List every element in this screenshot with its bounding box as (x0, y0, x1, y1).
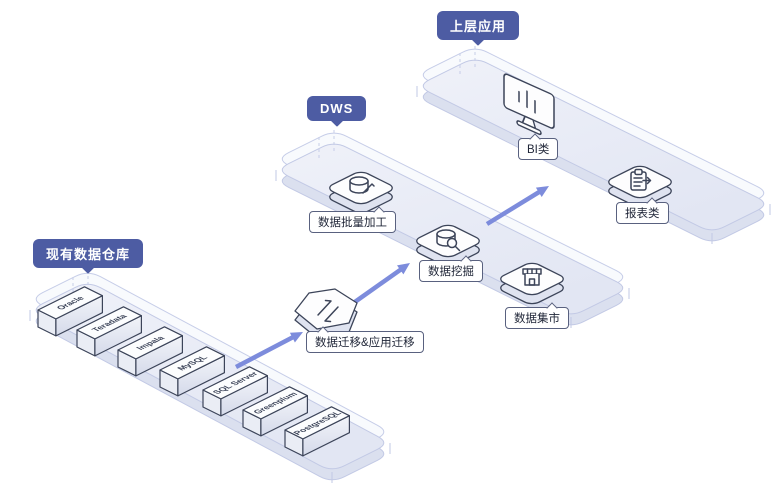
badge-label: 上层应用 (450, 19, 507, 34)
bi-monitor (503, 73, 555, 136)
tag-migration: 数据迁移&应用迁移 (306, 331, 424, 353)
data-mart-icon (522, 268, 542, 286)
badge-upper-apps: 上层应用 (437, 11, 520, 40)
tag-label: 数据集市 (514, 313, 560, 325)
tile-data-mart (497, 261, 568, 305)
box-face (76, 306, 142, 340)
box-face (242, 386, 308, 420)
monitor-icon (503, 73, 555, 136)
arrow-dws-to-apps (485, 186, 549, 226)
box-face (37, 286, 103, 320)
box-face (117, 326, 183, 360)
arrow-warehouse-to-migration (234, 332, 303, 369)
db-box-mysql: MySQL (159, 346, 225, 397)
db-box-impala: Impala (117, 326, 183, 377)
migration-hexagon (294, 288, 358, 339)
database-search-icon (436, 229, 461, 252)
tile-report (605, 164, 676, 208)
arrow-migration-to-dws (350, 263, 410, 306)
db-box-oracle: Oracle (37, 286, 103, 337)
tag-label: 数据批量加工 (318, 217, 387, 229)
platform-hidden-edge (318, 130, 335, 159)
badge-dws: DWS (307, 96, 367, 121)
arrow-shaft (350, 266, 404, 306)
arrow-shaft (485, 189, 542, 226)
tag-data-mining: 数据挖掘 (419, 260, 483, 282)
db-box-sqlserver: SQL Server (202, 366, 268, 417)
tag-batch-processing: 数据批量加工 (309, 211, 396, 233)
platform-edge (29, 310, 391, 483)
tag-bi: BI类 (518, 138, 559, 160)
box-face (202, 366, 268, 400)
tag-label: 数据迁移&应用迁移 (315, 337, 415, 349)
tag-label: 报表类 (625, 208, 660, 220)
arrow-head (535, 186, 549, 197)
transfer-arrows-icon (317, 299, 339, 323)
db-box-greenplum: Greenplum (242, 386, 308, 437)
box-face (284, 406, 350, 440)
platform-hidden-edge (459, 46, 476, 75)
badge-label: DWS (320, 101, 354, 116)
arrow-head (397, 263, 410, 275)
tile-batch-processing (326, 170, 397, 214)
database-edit-icon (349, 176, 375, 194)
tag-data-mart: 数据集市 (505, 307, 569, 329)
tag-label: 数据挖掘 (428, 266, 474, 278)
tag-label: BI类 (527, 144, 550, 156)
platform-edge (416, 86, 771, 244)
tag-report: 报表类 (616, 202, 669, 224)
arrow-head (289, 332, 303, 343)
hexagon-top (294, 288, 358, 330)
badge-label: 现有数据仓库 (46, 247, 131, 262)
box-face (159, 346, 225, 380)
badge-existing-warehouse: 现有数据仓库 (33, 239, 144, 268)
report-arrow-icon (630, 168, 652, 191)
arrow-shaft (234, 334, 296, 369)
platform-edge (275, 170, 630, 328)
